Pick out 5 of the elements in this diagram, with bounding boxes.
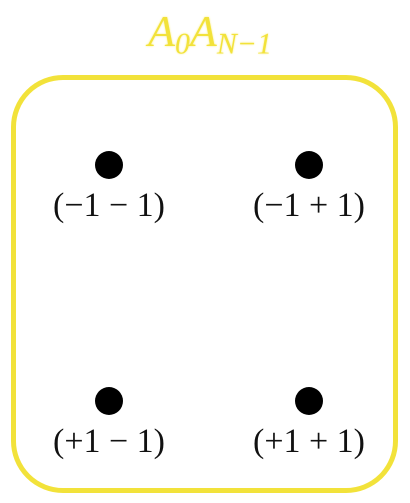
point-label: (+1 + 1) xyxy=(253,422,365,462)
point-label: (+1 − 1) xyxy=(53,422,165,462)
point-label: (−1 + 1) xyxy=(253,186,365,226)
point-label: (−1 − 1) xyxy=(53,186,165,226)
heading: A$_{0}$A$_{N−1}$ xyxy=(80,0,340,76)
